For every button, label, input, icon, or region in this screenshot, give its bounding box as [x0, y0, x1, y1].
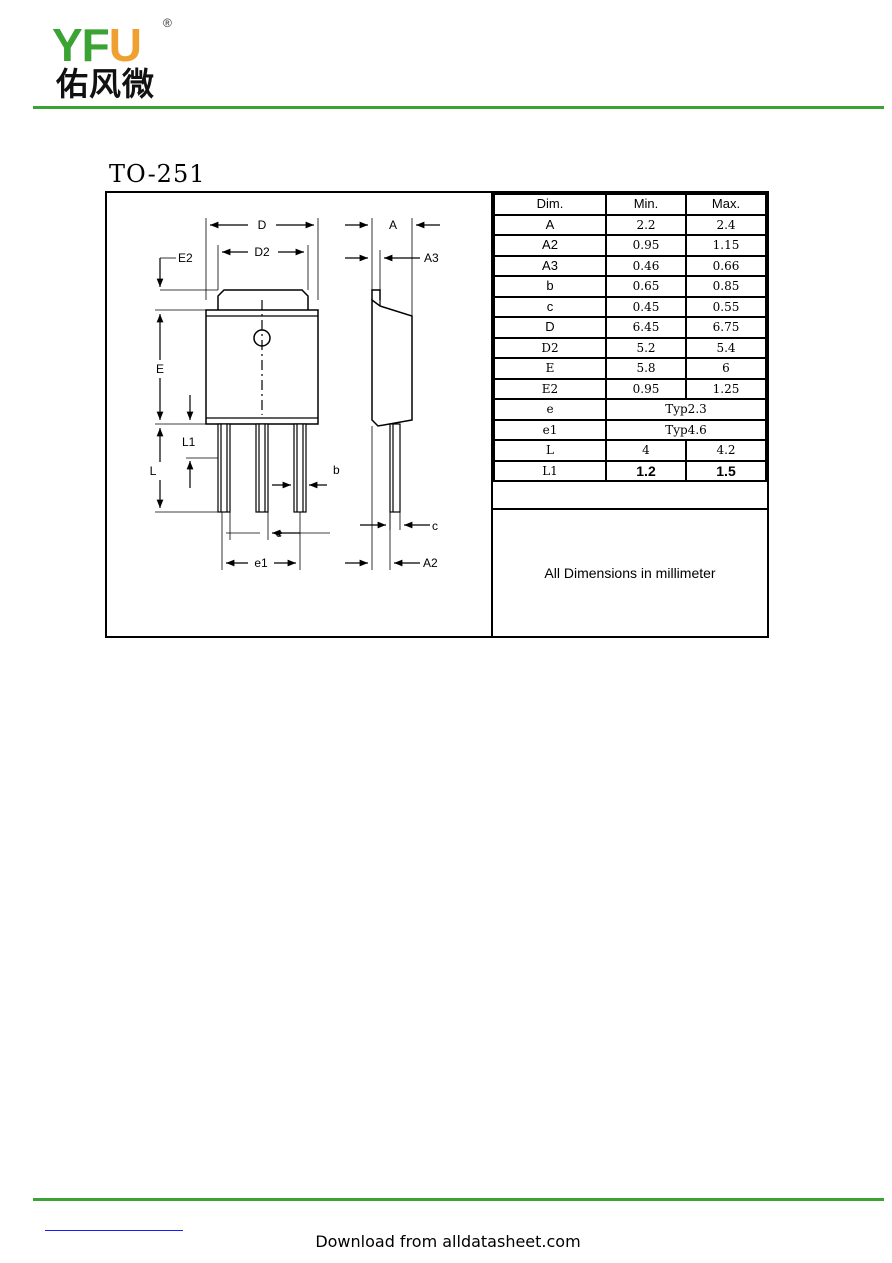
- cell-dim: D2: [493, 336, 607, 359]
- table-row: E2 0.95 1.25: [493, 377, 767, 400]
- label-A3: A3: [424, 251, 439, 265]
- footer-link-underline[interactable]: [45, 1230, 183, 1231]
- cell-dim: E2: [493, 377, 607, 400]
- table-row: D2 5.2 5.4: [493, 336, 767, 359]
- cell-min: 2.2: [605, 213, 687, 236]
- cell-min: 5.2: [605, 336, 687, 359]
- cell-max: 2.4: [685, 213, 767, 236]
- label-E2: E2: [178, 251, 193, 265]
- label-E: E: [156, 362, 164, 376]
- header-dim: Dim.: [493, 193, 607, 216]
- brand-logo: YFU: [52, 19, 142, 71]
- cell-dim: b: [493, 275, 607, 298]
- cell-min: 6.45: [605, 316, 687, 339]
- units-note: All Dimensions in millimeter: [493, 508, 767, 636]
- cell-min: 0.45: [605, 295, 687, 318]
- table-row: b 0.65 0.85: [493, 275, 767, 298]
- table-row: L 4 4.2: [493, 439, 767, 462]
- logo-latin-suffix: U: [108, 19, 142, 71]
- label-A: A: [389, 218, 397, 232]
- table-row: A3 0.46 0.66: [493, 254, 767, 277]
- footer-rule: [33, 1198, 884, 1201]
- cell-max: 0.66: [685, 254, 767, 277]
- download-notice: Download from alldatasheet.com: [0, 1232, 892, 1251]
- package-tab: [217, 289, 309, 310]
- label-c: c: [432, 519, 438, 533]
- header-max: Max.: [685, 193, 767, 216]
- cell-max: 5.4: [685, 336, 767, 359]
- cell-dim: A2: [493, 234, 607, 257]
- cell-max: 6: [685, 357, 767, 380]
- cell-typical: Typ4.6: [605, 418, 767, 441]
- table-row: E 5.8 6: [493, 357, 767, 380]
- cell-min: 1.2: [605, 459, 687, 482]
- cell-dim: A3: [493, 254, 607, 277]
- logo-chinese-name: 佑风微: [56, 65, 156, 103]
- header-rule: [33, 106, 884, 109]
- table-row: D 6.45 6.75: [493, 316, 767, 339]
- cell-dim: A: [493, 213, 607, 236]
- logo-latin-prefix: YF: [52, 19, 110, 71]
- cell-max: 4.2: [685, 439, 767, 462]
- side-view-lead: [389, 423, 401, 513]
- cell-min: 4: [605, 439, 687, 462]
- download-text: Download from alldatasheet.com: [315, 1232, 581, 1251]
- label-A2: A2: [423, 556, 438, 570]
- label-L1: L1: [182, 435, 196, 449]
- cell-min: 0.95: [605, 234, 687, 257]
- dimension-table: Dim. Min. Max. A 2.2 2.4 A2 0.95 1.15 A3…: [493, 193, 767, 482]
- cell-dim: c: [493, 295, 607, 318]
- label-e1: e1: [254, 556, 268, 570]
- cell-dim: L: [493, 439, 607, 462]
- label-b: b: [333, 463, 340, 477]
- cell-dim: E: [493, 357, 607, 380]
- registered-mark: ®: [163, 16, 172, 30]
- package-outline-drawing: D D2 E2 E L1 L b e e1 A A3 c A2: [150, 218, 440, 570]
- cell-max: 1.25: [685, 377, 767, 400]
- label-e: e: [276, 526, 283, 540]
- cell-max: 1.5: [685, 459, 767, 482]
- table-row: e1 Typ4.6: [493, 418, 767, 441]
- label-D2: D2: [254, 245, 270, 259]
- cell-max: 0.85: [685, 275, 767, 298]
- table-row: A 2.2 2.4: [493, 213, 767, 236]
- frame-divider: [491, 191, 493, 636]
- cell-dim: D: [493, 316, 607, 339]
- cell-typical: Typ2.3: [605, 398, 767, 421]
- cell-max: 6.75: [685, 316, 767, 339]
- cell-min: 0.46: [605, 254, 687, 277]
- cell-max: 0.55: [685, 295, 767, 318]
- cell-dim: e: [493, 398, 607, 421]
- cell-min: 5.8: [605, 357, 687, 380]
- cell-min: 0.95: [605, 377, 687, 400]
- package-title: TO-251: [109, 160, 206, 188]
- side-view-body: [371, 298, 413, 427]
- table-row: c 0.45 0.55: [493, 295, 767, 318]
- header-min: Min.: [605, 193, 687, 216]
- drawing-frame: [105, 191, 769, 638]
- lead-center: [255, 423, 269, 513]
- table-row: L1 1.2 1.5: [493, 459, 767, 482]
- cell-min: 0.65: [605, 275, 687, 298]
- cell-max: 1.15: [685, 234, 767, 257]
- cell-dim: L1: [493, 459, 607, 482]
- lead-right: [293, 423, 307, 513]
- table-header-row: Dim. Min. Max.: [493, 193, 767, 216]
- table-row: A2 0.95 1.15: [493, 234, 767, 257]
- table-row: e Typ2.3: [493, 398, 767, 421]
- label-D: D: [258, 218, 267, 232]
- label-L: L: [150, 464, 157, 478]
- cell-dim: e1: [493, 418, 607, 441]
- lead-left: [217, 423, 231, 513]
